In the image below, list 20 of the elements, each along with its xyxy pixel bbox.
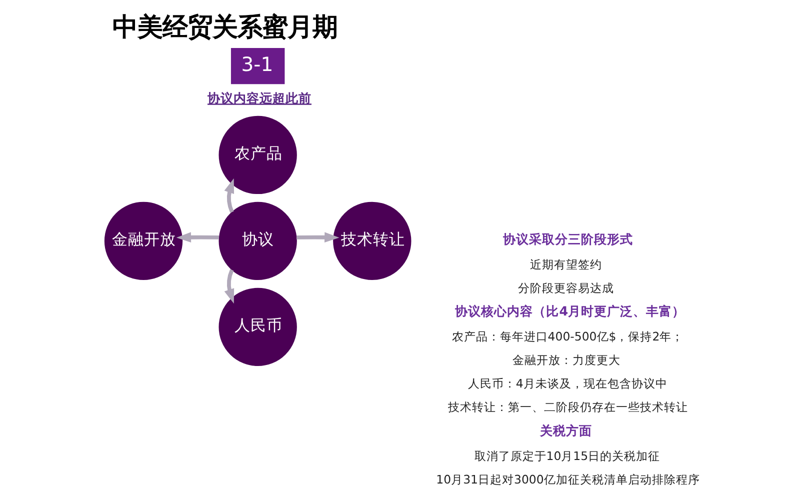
arrow [224, 269, 234, 304]
node-circle: 金融开放 [104, 202, 182, 280]
arrow [224, 178, 234, 213]
label: 技术转让：第一、二阶段仍存在一些技术转让 [447, 400, 688, 414]
label: 3-1 [240, 52, 273, 76]
node-circle: 协议 [218, 202, 296, 280]
arrow [176, 232, 219, 242]
label: 金融开放：力度更大 [512, 353, 620, 368]
label: 关税方面 [540, 422, 592, 438]
label: 人民币：4月未谈及，现在包含协议中 [467, 376, 667, 391]
label: 农产品：每年进口400-500亿$，保持2年； [451, 330, 684, 344]
label: 取消了原定于10月15日的关税加征 [474, 448, 660, 463]
label: 协议核心内容（比4月时更广泛、丰富） [454, 304, 685, 319]
label: 分阶段更容易达成 [518, 280, 614, 295]
arrow [296, 232, 339, 242]
label: 近期有望签约 [529, 257, 602, 272]
diagram-title: 中美经贸关系蜜月期 [112, 12, 338, 42]
node-circle: 技术转让 [332, 202, 411, 280]
label: 10月31日起对3000亿加征关税清单启动排除程序 [436, 472, 700, 486]
label: 协议采取分三阶段形式 [502, 231, 633, 246]
